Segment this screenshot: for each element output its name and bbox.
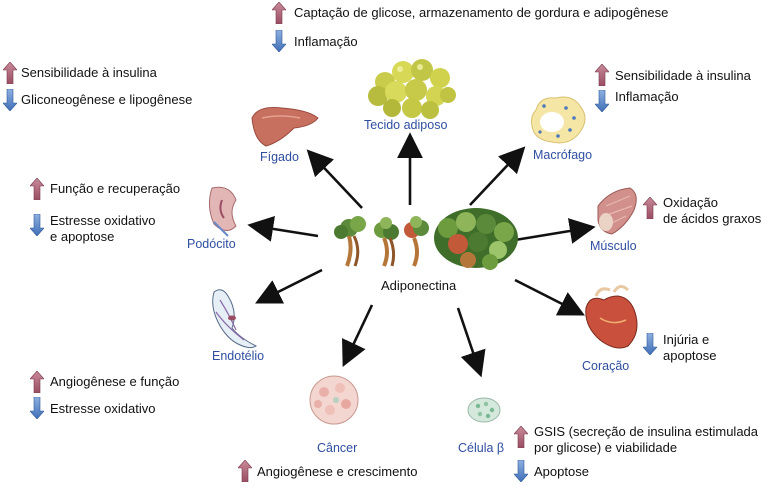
arrow-to-podocyte [247,216,319,242]
liver-down-text: Gliconeogênese e lipogênese [21,92,193,107]
endothelium-down-text: Estresse oxidativo [50,401,156,416]
beta-cell-illustration [467,397,501,423]
heart-label: Coração [582,359,630,373]
liver-illustration [251,107,319,147]
muscle-up-arrow-icon [643,197,657,219]
endothelium-illustration [212,289,257,349]
heart-illustration [585,285,638,349]
beta-up-text-1: GSIS (secreção de insulina estimulada [534,424,759,439]
adipose-up-text: Captação de glicose, armazenamento de go… [294,5,669,20]
macrophage-up-arrow-icon [595,64,609,86]
liver-up-arrow-icon [3,62,17,84]
macrophage-up-text: Sensibilidade à insulina [615,68,751,83]
cancer-label: Câncer [317,441,358,455]
arrow-to-muscle [514,218,596,244]
adipose-up-arrow-icon [272,2,286,24]
beta-up-text-2: por glicose) e viabilidade [534,440,678,455]
cancer-illustration [309,375,359,425]
adipose-down-text: Inflamação [294,34,358,49]
podocyte-down-text-2: e apoptose [50,229,115,244]
arrow-to-macrophage [469,146,526,206]
liver-down-arrow-icon [3,89,17,111]
adipose-tissue-illustration [368,59,456,119]
connector-arrows [247,132,596,378]
podocyte-down-arrow-icon [30,214,44,236]
endothelium-label: Endotélio [212,349,265,363]
endothelium-down-arrow-icon [30,397,44,419]
heart-down-text-1: Injúria e [663,332,710,347]
macrophage-label: Macrófago [533,148,593,162]
arrow-to-endothelium [255,268,323,304]
liver-label: Fígado [260,150,299,164]
liver-up-text: Sensibilidade à insulina [21,65,157,80]
beta-up-arrow-icon [514,426,528,448]
arrow-to-beta [456,307,486,378]
adiponectin-hmw-complex [434,208,518,270]
adiponectin-molecules-illustration [334,208,518,270]
cancer-up-text: Angiogênese e crescimento [257,464,418,479]
muscle-label: Músculo [590,239,637,253]
arrow-to-cancer [342,304,374,368]
muscle-up-text-1: Oxidação [663,195,718,210]
heart-down-arrow-icon [643,333,657,355]
beta-cell-label: Célula β [458,441,505,455]
beta-down-text: Apoptose [534,464,589,479]
cancer-up-arrow-icon [238,460,252,482]
arrow-to-heart [514,278,585,316]
muscle-up-text-2: de ácidos graxos [663,211,762,226]
adipose-tissue-label: Tecido adiposo [364,118,448,132]
adiponectin-label: Adiponectina [381,278,457,293]
arrow-to-liver [306,149,363,209]
podocyte-up-text: Função e recuperação [50,181,181,196]
podocyte-down-text-1: Estresse oxidativo [50,213,156,228]
podocyte-up-arrow-icon [30,178,44,200]
heart-down-text-2: apoptose [663,348,717,363]
macrophage-illustration [531,96,586,144]
beta-down-arrow-icon [514,460,528,482]
podocyte-label: Podócito [187,237,236,251]
endothelium-up-text: Angiogênese e função [50,374,180,389]
adipose-down-arrow-icon [272,30,286,52]
muscle-illustration [597,187,637,235]
macrophage-down-arrow-icon [595,90,609,112]
macrophage-down-text: Inflamação [615,89,679,104]
endothelium-up-arrow-icon [30,371,44,393]
podocyte-illustration [208,186,237,237]
